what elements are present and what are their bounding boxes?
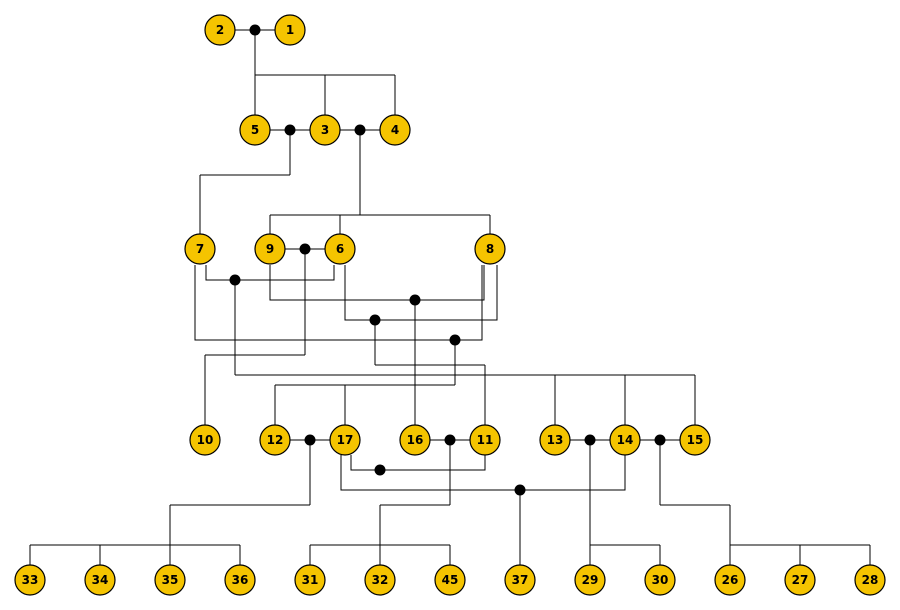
person-node-45[interactable]: 45: [434, 564, 466, 596]
union-dot: [654, 434, 666, 446]
person-label: 31: [302, 573, 319, 587]
person-node-32[interactable]: 32: [364, 564, 396, 596]
person-label: 33: [22, 573, 39, 587]
person-node-26[interactable]: 26: [714, 564, 746, 596]
person-label: 37: [512, 573, 529, 587]
union-dot: [369, 314, 381, 326]
person-label: 28: [862, 573, 879, 587]
person-node-17[interactable]: 17: [329, 424, 361, 456]
union-dot: [374, 464, 386, 476]
person-label: 7: [196, 242, 204, 256]
person-label: 15: [687, 433, 704, 447]
person-label: 35: [162, 573, 179, 587]
person-label: 10: [197, 433, 214, 447]
person-node-3[interactable]: 3: [309, 114, 341, 146]
person-label: 32: [372, 573, 389, 587]
person-node-10[interactable]: 10: [189, 424, 221, 456]
person-node-13[interactable]: 13: [539, 424, 571, 456]
union-dot: [584, 434, 596, 446]
person-label: 1: [286, 23, 294, 37]
person-node-15[interactable]: 15: [679, 424, 711, 456]
person-label: 6: [336, 242, 344, 256]
person-node-28[interactable]: 28: [854, 564, 886, 596]
person-node-7[interactable]: 7: [184, 233, 216, 265]
union-dot: [444, 434, 456, 446]
person-label: 27: [792, 573, 809, 587]
person-label: 17: [337, 433, 354, 447]
person-label: 9: [266, 242, 274, 256]
person-node-8[interactable]: 8: [474, 233, 506, 265]
person-label: 12: [267, 433, 284, 447]
person-label: 5: [251, 123, 259, 137]
person-node-33[interactable]: 33: [14, 564, 46, 596]
union-dot: [514, 484, 526, 496]
person-node-36[interactable]: 36: [224, 564, 256, 596]
person-node-12[interactable]: 12: [259, 424, 291, 456]
person-label: 29: [582, 573, 599, 587]
person-node-1[interactable]: 1: [274, 14, 306, 46]
person-node-11[interactable]: 11: [469, 424, 501, 456]
union-dot: [249, 24, 261, 36]
person-node-14[interactable]: 14: [609, 424, 641, 456]
union-dot: [354, 124, 366, 136]
person-label: 34: [92, 573, 109, 587]
person-label: 11: [477, 433, 494, 447]
person-node-9[interactable]: 9: [254, 233, 286, 265]
union-markers: [229, 24, 666, 496]
person-label: 3: [321, 123, 329, 137]
person-node-6[interactable]: 6: [324, 233, 356, 265]
person-node-31[interactable]: 31: [294, 564, 326, 596]
person-label: 14: [617, 433, 634, 447]
union-dot: [304, 434, 316, 446]
connector-lines: [29, 29, 871, 580]
person-label: 26: [722, 573, 739, 587]
union-dot: [229, 274, 241, 286]
person-label: 36: [232, 573, 249, 587]
person-node-30[interactable]: 30: [644, 564, 676, 596]
union-dot: [409, 294, 421, 306]
person-node-5[interactable]: 5: [239, 114, 271, 146]
person-node-27[interactable]: 27: [784, 564, 816, 596]
union-dot: [449, 334, 461, 346]
person-label: 13: [547, 433, 564, 447]
union-dot: [284, 124, 296, 136]
person-node-29[interactable]: 29: [574, 564, 606, 596]
person-node-35[interactable]: 35: [154, 564, 186, 596]
person-label: 16: [407, 433, 424, 447]
person-label: 30: [652, 573, 669, 587]
union-dot: [299, 243, 311, 255]
person-node-2[interactable]: 2: [204, 14, 236, 46]
person-label: 4: [391, 123, 399, 137]
person-nodes: 2 1 5 3 4 7 9 6 8 10 12 17 16 11 13 14 1…: [14, 14, 886, 596]
person-label: 8: [486, 242, 494, 256]
person-label: 2: [216, 23, 224, 37]
person-node-4[interactable]: 4: [379, 114, 411, 146]
person-node-16[interactable]: 16: [399, 424, 431, 456]
person-node-34[interactable]: 34: [84, 564, 116, 596]
person-node-37[interactable]: 37: [504, 564, 536, 596]
person-label: 45: [442, 573, 459, 587]
